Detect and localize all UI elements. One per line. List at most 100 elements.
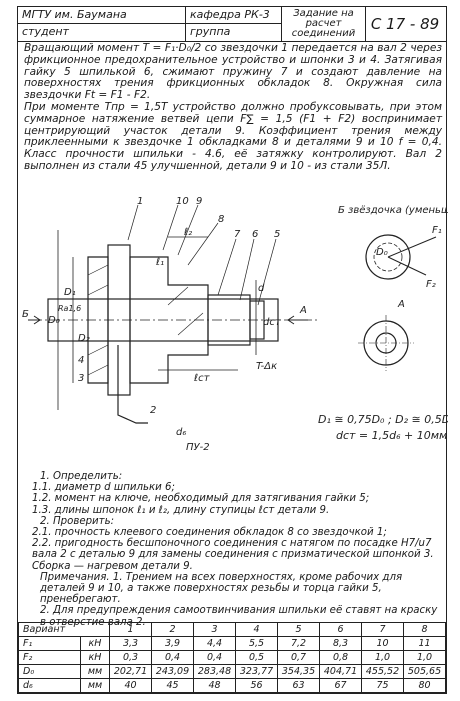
assembly-drawing: 1 10 9 8 7 6 5 4 3 2 D₀ D₁ D₂ d dст ℓ₁ ℓ… (22, 196, 448, 453)
param-name: F₂ (18, 650, 81, 665)
view-title: Б звёздочка (уменьшено) (338, 205, 448, 216)
variant-table: Вариант 1 2 3 4 5 6 7 8 F₁ кН 3,3 3,9 4,… (18, 622, 446, 693)
force-f2-label: F₂ (426, 279, 436, 290)
param-unit: кН (80, 650, 110, 665)
callout-label: 8 (218, 214, 224, 225)
variant-number: 5 (277, 622, 320, 637)
shaft-part-2 (47, 298, 279, 342)
dim-label: D₂ (78, 333, 90, 344)
variant-number: 8 (403, 622, 446, 637)
task-line: 1.2. момент на ключе, необходимый для за… (32, 493, 370, 505)
variant-number: 2 (151, 622, 194, 637)
callout-label: 6 (252, 229, 258, 240)
problem-description: Вращающий момент T = F₁·D₀/2 со звездочк… (24, 42, 442, 173)
param-name: d₆ (18, 678, 81, 693)
table-cell: 1,0 (361, 650, 404, 665)
sprocket-view-circle (365, 234, 411, 280)
table-cell: 7,2 (277, 636, 320, 651)
table-cell: 354,35 (277, 664, 320, 679)
table-cell: 0,5 (235, 650, 278, 665)
variant-number: 7 (361, 622, 404, 637)
dim-label: d₆ (176, 427, 186, 438)
dim-label: D₁ (64, 287, 76, 298)
callout-label: 7 (234, 229, 241, 240)
callout-label: 9 (196, 196, 202, 207)
table-cell: 56 (235, 678, 278, 693)
hub-part-9 (129, 256, 209, 384)
formula-hub: dст = 1,5d₆ + 10мм. (336, 429, 448, 442)
arrow-a-label: A (299, 305, 307, 316)
institution-name: МГТУ им. Баумана (18, 7, 186, 24)
variant-number: 3 (193, 622, 236, 637)
dim-label: D₀ (48, 315, 60, 326)
callout-label: 10 (176, 196, 189, 207)
table-cell: 0,7 (277, 650, 320, 665)
note-line: Примечания. 1. Трением на всех поверхнос… (40, 571, 403, 606)
variant-number: 4 (235, 622, 278, 637)
param-unit: мм (80, 678, 110, 693)
force-f1-label: F₁ (432, 225, 442, 236)
dim-label: d (258, 283, 265, 294)
description-paragraph: При моменте Tпр = 1,5T устройство должно… (24, 100, 442, 172)
table-row: d₆ мм 40 45 48 56 63 67 75 80 (18, 678, 446, 693)
param-unit: кН (80, 636, 110, 651)
weld-label: T-Δк (256, 361, 277, 372)
dim-label: dст (263, 317, 282, 328)
variant-header: Вариант (18, 622, 110, 637)
table-cell: 40 (109, 678, 152, 693)
table-cell: 323,77 (235, 664, 278, 679)
table-cell: 3,9 (151, 636, 194, 651)
roughness-label: Ra1,6 (58, 304, 81, 313)
param-unit: мм (80, 664, 110, 679)
formula-diameters: D₁ ≅ 0,75D₀ ; D₂ ≅ 0,5D₀ ; (318, 413, 448, 426)
department-name: кафедра РК-3 (186, 7, 282, 24)
student-label: студент (18, 23, 186, 41)
table-cell: 0,8 (319, 650, 362, 665)
table-cell: 75 (361, 678, 404, 693)
callout-label: 3 (78, 373, 84, 384)
param-name: F₁ (18, 636, 81, 651)
task-line: 1. Определить: (40, 471, 123, 482)
assignment-title: Задание на расчет соединений (282, 7, 366, 41)
table-cell: 283,48 (193, 664, 236, 679)
section-label: Б (22, 309, 29, 320)
table-cell: 404,71 (319, 664, 362, 679)
task-line: 1.1. диаметр d шпильки 6; (32, 482, 175, 494)
dim-label: ℓ₁ (156, 257, 164, 268)
callout-label: 5 (274, 229, 280, 240)
param-name: D₀ (18, 664, 81, 679)
table-cell: 48 (193, 678, 236, 693)
table-cell: 243,09 (151, 664, 194, 679)
table-cell: 4,4 (193, 636, 236, 651)
table-cell: 0,4 (151, 650, 194, 665)
table-cell: 505,65 (403, 664, 446, 679)
dim-label: ℓ₂ (184, 227, 192, 238)
callout-label: 4 (78, 355, 84, 366)
dim-label: ℓст (194, 373, 211, 384)
task-line: 2.2. пригодность бесшпоночного соединени… (32, 538, 434, 572)
table-cell: 0,4 (193, 650, 236, 665)
table-cell: 80 (403, 678, 446, 693)
table-cell: 8,3 (319, 636, 362, 651)
table-cell: 10 (361, 636, 404, 651)
table-cell: 202,71 (109, 664, 152, 679)
table-row: F₁ кН 3,3 3,9 4,4 5,5 7,2 8,3 10 11 (18, 636, 446, 651)
table-cell: 3,3 (109, 636, 152, 651)
task-line: 2. Проверить: (40, 515, 115, 527)
variant-number: 1 (109, 622, 152, 637)
view-a-label: A (397, 299, 405, 310)
table-cell: 67 (319, 678, 362, 693)
view-d0-label: D₀ (376, 247, 388, 258)
table-cell: 0,3 (109, 650, 152, 665)
table-cell: 5,5 (235, 636, 278, 651)
description-paragraph: Вращающий момент T = F₁·D₀/2 со звездочк… (24, 42, 442, 102)
table-row: D₀ мм 202,71 243,09 283,48 323,77 354,35… (18, 664, 446, 679)
table-row: F₂ кН 0,3 0,4 0,4 0,5 0,7 0,8 1,0 1,0 (18, 650, 446, 665)
fit-label: ПУ-2 (186, 442, 210, 453)
assignment-code: С 17 - 89 (370, 15, 440, 33)
variant-number: 6 (319, 622, 362, 637)
title-block: МГТУ им. Баумана студент кафедра РК-3 гр… (18, 7, 446, 42)
task-line: 1.3. длины шпонок ℓ₁ и ℓ₂, длину ступицы… (32, 504, 330, 516)
table-cell: 63 (277, 678, 320, 693)
